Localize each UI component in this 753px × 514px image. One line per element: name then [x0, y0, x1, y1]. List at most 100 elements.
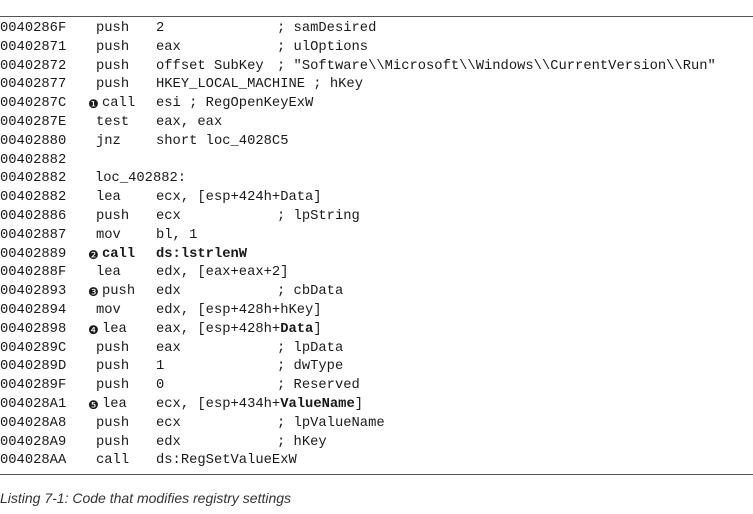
comment: ; lpValueName: [277, 415, 385, 431]
address: 00402871: [0, 39, 67, 55]
code-line: 0040289F push 0 ; Reserved: [0, 377, 753, 396]
comment: ; lpString: [277, 208, 360, 224]
operands: edx: [156, 434, 181, 453]
operand-text: edx, [esp+428h+hKey]: [156, 302, 322, 318]
comment: ; "Software\\Microsoft\\Windows\\Current…: [277, 58, 716, 74]
operand-text: 0: [156, 378, 165, 394]
operands: ds:RegSetValueExW: [156, 452, 297, 471]
operand-text: ecx: [156, 415, 181, 431]
mnemonic: push: [96, 21, 130, 36]
operand-text: 2: [156, 21, 165, 36]
operand-text: ecx, [esp+434h+: [156, 396, 281, 412]
comment: ; lpData: [277, 340, 344, 356]
mnemonic: push: [96, 77, 130, 93]
mnemonic: lea: [102, 321, 127, 337]
mnemonic: call: [96, 453, 130, 469]
operands: esi ; RegOpenKeyExW: [156, 95, 313, 114]
mnemonic: push: [96, 415, 130, 431]
code-line: 00402882: [0, 152, 753, 171]
operand-text: ]: [313, 321, 322, 337]
mnemonic: lea: [96, 190, 121, 206]
callout-marker-icon: ❺: [88, 397, 99, 412]
operand-text: bl, 1: [156, 227, 198, 243]
code-line: 004028AA call ds:RegSetValueExW: [0, 452, 753, 471]
comment: ; Reserved: [277, 378, 360, 394]
address: 00402889: [0, 246, 67, 262]
operand-text: short loc_4028C5: [156, 133, 289, 149]
operand-text: ds:RegSetValueExW: [156, 453, 297, 469]
address: 00402877: [0, 77, 67, 93]
operands: eax, [esp+428h+Data]: [156, 321, 322, 340]
mnemonic: push: [96, 58, 130, 74]
operands: ecx: [156, 208, 181, 227]
operand-highlight: ValueName: [280, 396, 355, 412]
operand-text: edx: [156, 434, 181, 450]
code-line: 00402871 push eax ; ulOptions: [0, 39, 753, 58]
top-rule: [0, 16, 753, 17]
operands: 1: [156, 358, 164, 377]
mnemonic: mov: [96, 227, 121, 243]
mnemonic: push: [96, 208, 130, 224]
callout-marker-icon: ❷: [88, 247, 99, 262]
address: 00402887: [0, 227, 67, 243]
code-line: 004028A8 push ecx ; lpValueName: [0, 415, 753, 434]
operand-text: 1: [156, 359, 165, 375]
operand-highlight: Data: [280, 321, 314, 337]
operands: 2: [156, 20, 164, 39]
comment: ; hKey: [277, 434, 327, 450]
address: 004028A8: [0, 415, 67, 431]
address: 0040289C: [0, 340, 67, 356]
bottom-rule: [0, 474, 753, 475]
address: 00402893: [0, 284, 67, 300]
address: 00402882: [0, 190, 67, 206]
address: 0040289D: [0, 359, 67, 375]
mnemonic: push: [96, 39, 130, 55]
address: 0040289F: [0, 378, 67, 394]
operand-text: eax: [156, 39, 181, 55]
mnemonic: push: [96, 340, 130, 356]
address: 00402894: [0, 302, 67, 318]
operands: eax: [156, 39, 181, 58]
address: 00402886: [0, 208, 67, 224]
comment: ; samDesired: [277, 21, 377, 36]
operands: short loc_4028C5: [156, 133, 288, 152]
mnemonic: test: [96, 114, 130, 130]
operand-text: edx: [156, 284, 181, 300]
mnemonic: push: [96, 434, 130, 450]
address: 00402898: [0, 321, 67, 337]
operand-text: ]: [354, 396, 363, 412]
comment: ; cbData: [277, 284, 344, 300]
operand-text: offset SubKey: [156, 58, 264, 74]
address: 004028AA: [0, 453, 67, 469]
mnemonic: push: [96, 378, 130, 394]
mnemonic: call: [102, 246, 136, 262]
operand-text: eax: [156, 340, 181, 356]
code-line: 00402886 push ecx ; lpString: [0, 208, 753, 227]
address: 00402880: [0, 133, 67, 149]
comment: ; ulOptions: [277, 39, 369, 55]
mnemonic: push: [102, 284, 136, 300]
operand-text: eax, [esp+428h+: [156, 321, 281, 337]
mnemonic: mov: [96, 302, 121, 318]
address: 00402882: [0, 171, 67, 187]
operands: bl, 1: [156, 227, 197, 246]
operands: ecx: [156, 415, 181, 434]
operands: ds:lstrlenW: [156, 246, 247, 265]
code-line: 00402887 mov bl, 1: [0, 227, 753, 246]
comment: ; dwType: [277, 359, 344, 375]
callout-marker-icon: ❸: [88, 285, 99, 300]
